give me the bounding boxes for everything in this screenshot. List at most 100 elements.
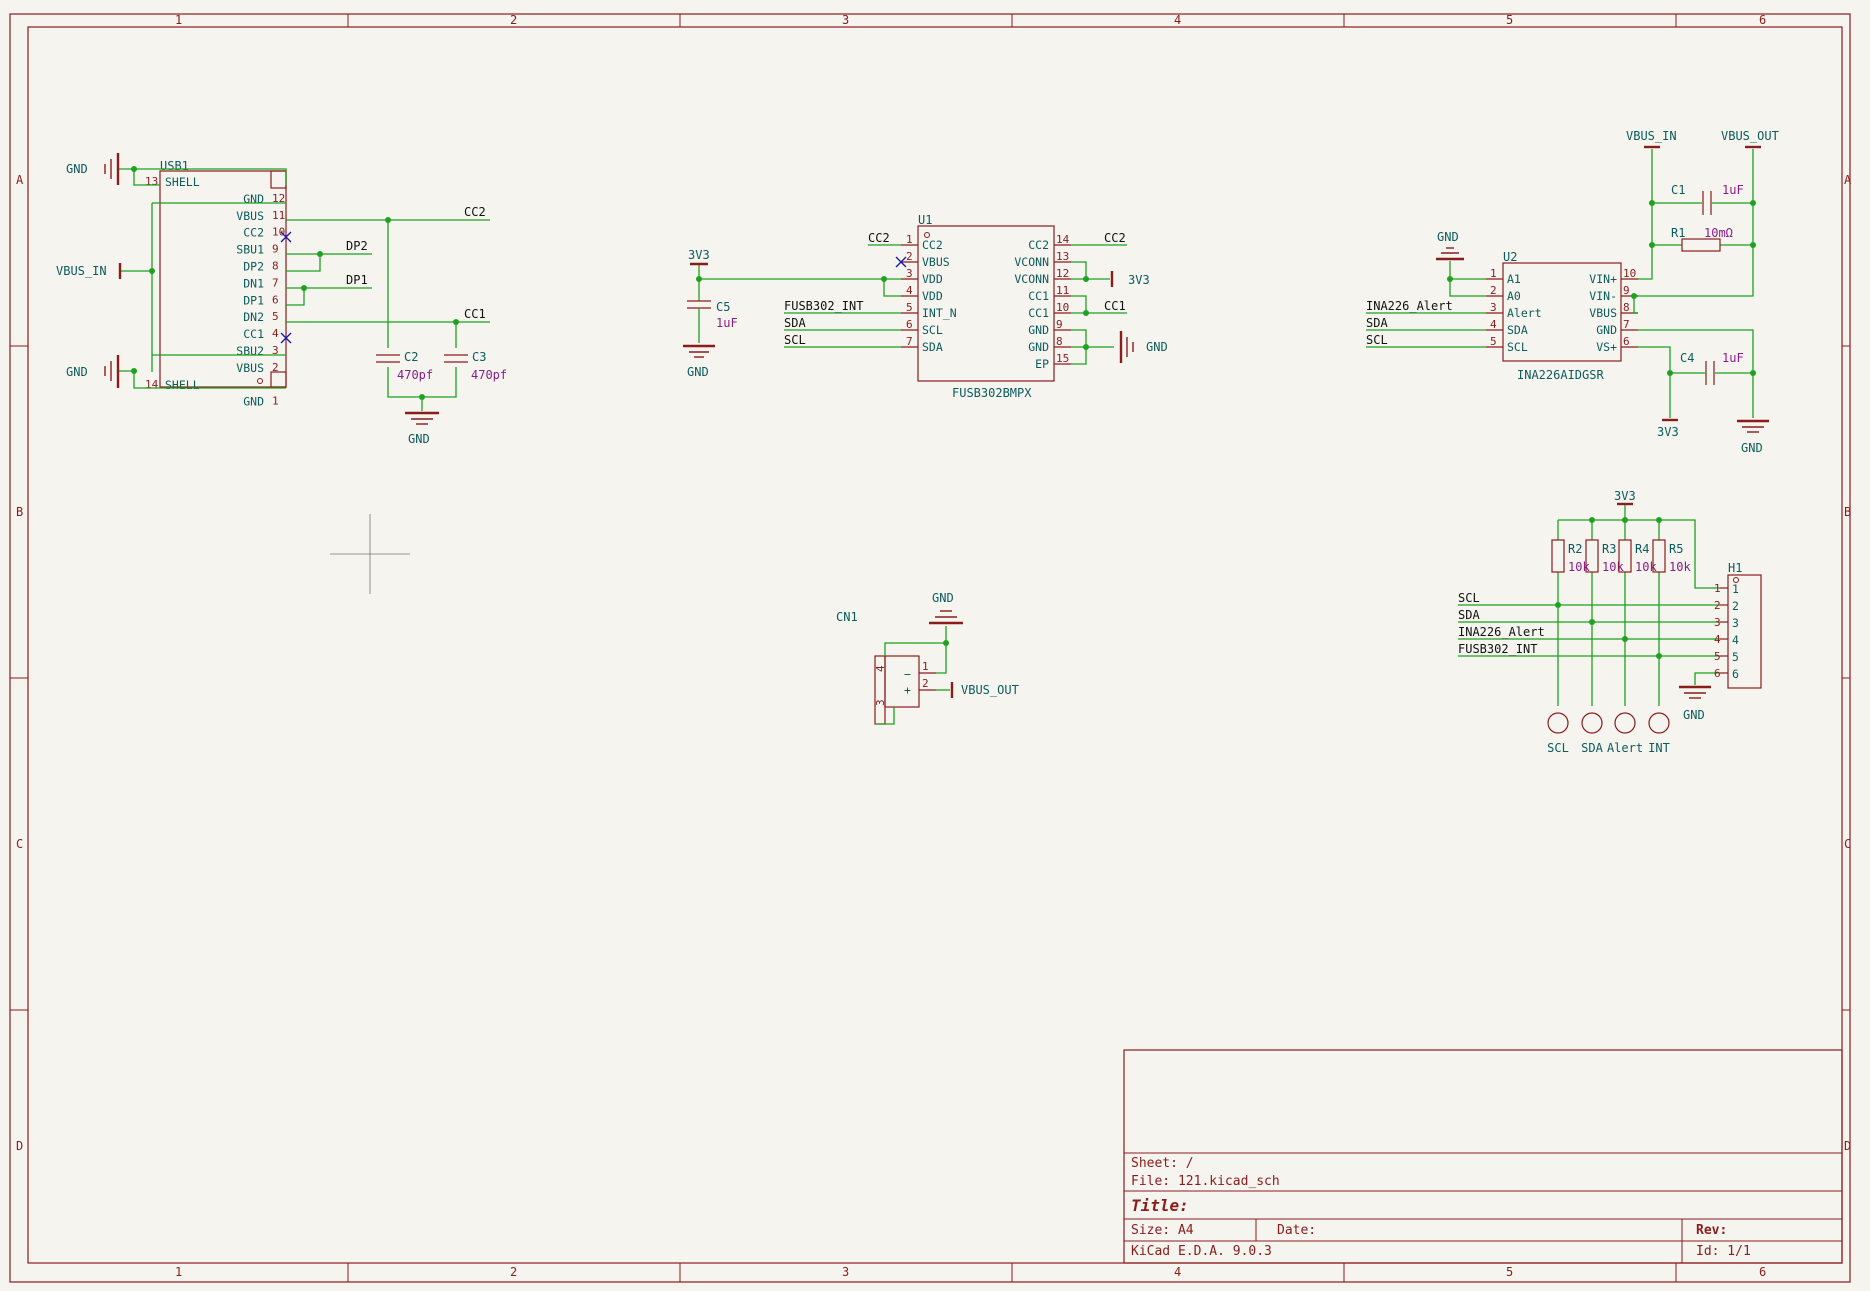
net-label-cc1-usb: CC1	[464, 307, 486, 321]
ruler-row-label: C	[16, 837, 23, 851]
u2-pin-number: 3	[1490, 301, 1497, 314]
net-label-sda-u2: SDA	[1366, 316, 1388, 330]
u1-pin-name: VDD	[922, 289, 943, 303]
power-3v3-vconn-label: 3V3	[1128, 273, 1150, 287]
gnd-label-cn1: GND	[932, 591, 954, 605]
capacitor-c2[interactable]: C2 470pf	[376, 350, 433, 382]
gnd-symbol-h1: GND	[1679, 685, 1711, 722]
ruler-row-label: B	[1844, 505, 1851, 519]
u1-pin-name: SDA	[922, 340, 943, 354]
u2-ref: U2	[1503, 250, 1517, 264]
net-label-sda-h1: SDA	[1458, 608, 1480, 622]
u1-pin-number: 7	[906, 335, 913, 348]
testpoint-label: SCL	[1547, 741, 1569, 755]
u1-pin-number: 1	[906, 233, 913, 246]
usb1-pin-name: DP2	[243, 260, 264, 274]
usb1-pin-name: GND	[243, 395, 264, 409]
pullup-ref: R2	[1568, 542, 1582, 556]
c3-ref: C3	[472, 350, 486, 364]
u1-pin-number: 2	[906, 250, 913, 263]
cursor-crosshair	[330, 514, 410, 594]
pullup-value: 10k	[1669, 560, 1691, 574]
capacitor-c3[interactable]: C3 470pf	[444, 350, 507, 382]
testpoint-int[interactable]: INT	[1648, 712, 1670, 755]
h1-pin-name: 2	[1732, 599, 1739, 613]
capacitor-c4[interactable]: C4 1uF	[1680, 351, 1744, 385]
capacitor-c5[interactable]: C5 1uF	[687, 265, 738, 343]
testpoint-sda[interactable]: SDA	[1581, 712, 1604, 755]
ruler-column-label: 4	[1174, 13, 1181, 27]
h1-pin-number: 6	[1714, 667, 1721, 680]
usb1-pin-number: 1	[272, 395, 279, 408]
ruler-column-label: 1	[175, 1265, 182, 1279]
u1-pin-name: CC2	[922, 238, 943, 252]
net-label-dp1: DP1	[346, 273, 368, 287]
usb1-wiring	[118, 166, 490, 411]
usb1-pin-number: 5	[272, 310, 279, 323]
u1-pin-number: 5	[906, 301, 913, 314]
pullup-value: 10k	[1635, 560, 1657, 574]
usb1-pin-number: 12	[272, 192, 285, 205]
capacitor-c1[interactable]: C1 1uF	[1671, 183, 1744, 215]
power-3v3-c5-label: 3V3	[688, 248, 710, 262]
usb1-pin-number: 10	[272, 226, 285, 239]
u2-pin-name: SDA	[1507, 323, 1528, 337]
gnd-label-c5: GND	[687, 365, 709, 379]
cn1-ref: CN1	[836, 610, 858, 624]
u1-pin-name: CC1	[1028, 289, 1049, 303]
cn1-pin-3: 3	[874, 699, 887, 706]
u2-value: INA226AIDGSR	[1517, 368, 1604, 382]
gnd-symbol-c5: GND	[683, 344, 715, 379]
title-block: Sheet: / File: 121.kicad_sch Title: Size…	[1123, 1049, 1843, 1264]
ruler-column-label: 1	[175, 13, 182, 27]
testpoint-alert[interactable]: Alert	[1607, 712, 1643, 755]
title-block-id: Id: 1/1	[1696, 1244, 1751, 1259]
u1-pin-name: GND	[1028, 340, 1049, 354]
u2-pin-number: 2	[1490, 284, 1497, 297]
u1-pin-name: EP	[1035, 357, 1049, 371]
c1-value: 1uF	[1722, 183, 1744, 197]
u2-pin-number: 4	[1490, 318, 1497, 331]
ruler-row-label: A	[16, 173, 24, 187]
testpoint-label: SDA	[1581, 741, 1603, 755]
u2-pin-number: 6	[1623, 335, 1630, 348]
vbus-in-symbol-usb: VBUS_IN	[56, 263, 122, 279]
u1-pin-name: INT_N	[922, 306, 957, 320]
u1-pin-number: 3	[906, 267, 913, 280]
u1-pin-name: GND	[1028, 323, 1049, 337]
h1-pin-name: 5	[1732, 650, 1739, 664]
resistor-r1[interactable]: R1 10mΩ	[1671, 226, 1733, 252]
vbus-out-label-cn1: VBUS_OUT	[961, 683, 1019, 697]
usb1-pin-number: 4	[272, 327, 279, 340]
u1-pin-name: CC2	[1028, 238, 1049, 252]
u2-pin-name: A1	[1507, 272, 1521, 286]
testpoint-scl[interactable]: SCL	[1547, 712, 1569, 755]
gnd-symbol-c4: GND	[1737, 419, 1769, 455]
u2-pin-name: VIN-	[1589, 289, 1617, 303]
ic-u1-fusb302[interactable]: U1 FUSB302BMPX CC21VBUS2VDD3VDD4INT_N5SC…	[901, 213, 1071, 400]
h1-pin-number: 5	[1714, 650, 1721, 663]
u2-pin-name: A0	[1507, 289, 1521, 303]
vbus-in-label-usb: VBUS_IN	[56, 264, 107, 278]
usb1-pin-name: SBU2	[236, 344, 264, 358]
power-3v3-u2-label: 3V3	[1657, 425, 1679, 439]
net-label-cc2-usb: CC2	[464, 205, 486, 219]
u1-pin-number: 11	[1056, 284, 1069, 297]
cn1-plus: +	[904, 683, 911, 697]
connector-cn1[interactable]: CN1 − + 1 2 3 4	[836, 610, 936, 725]
h1-pin-name: 3	[1732, 616, 1739, 630]
u2-wiring	[1366, 149, 1756, 418]
pullup-ref: R5	[1669, 542, 1683, 556]
ruler-column-label: 5	[1506, 1265, 1513, 1279]
gnd-symbol-u1: GND	[1119, 331, 1168, 363]
h1-pin-number: 2	[1714, 599, 1721, 612]
cn1-pin-1: 1	[922, 660, 929, 673]
